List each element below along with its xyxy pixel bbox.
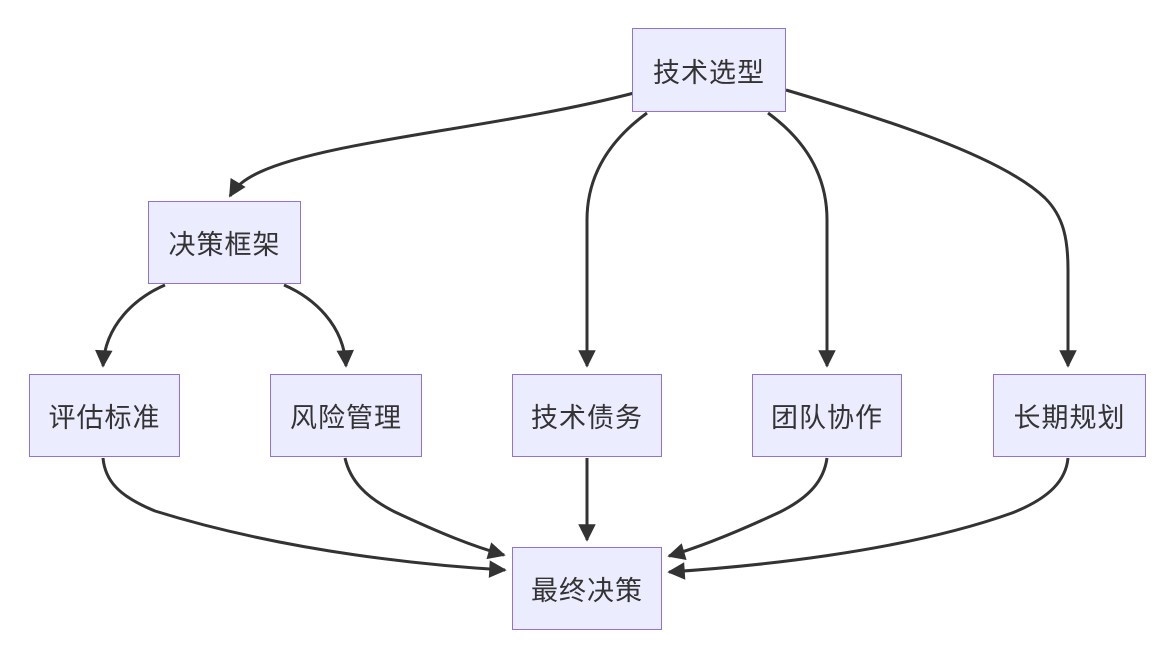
node-long-term-planning: 长期规划 [993,374,1146,457]
edge-decision-framework-to-evaluation-criteria [95,283,166,368]
edge-long-term-planning-to-final-decision [667,457,1070,580]
node-technology-selection: 技术选型 [632,28,786,112]
node-final-decision-label: 最终决策 [531,576,643,606]
edge-technology-selection-to-long-term-planning [785,88,1077,368]
node-technical-debt-label: 技术债务 [531,403,643,433]
edge-decision-framework-to-risk-management [283,283,354,368]
node-risk-management-label: 风险管理 [290,403,402,433]
node-evaluation-criteria-label: 评估标准 [48,403,161,433]
node-technology-selection-label: 技术选型 [653,57,765,88]
node-risk-management: 风险管理 [270,374,422,457]
node-team-collaboration-label: 团队协作 [771,403,883,433]
node-decision-framework: 决策框架 [148,201,301,284]
node-long-term-planning-label: 长期规划 [1013,403,1126,433]
edge-technology-selection-to-technical-debt [578,111,648,368]
edge-risk-management-to-final-decision [343,457,506,560]
node-team-collaboration: 团队协作 [752,374,902,457]
node-decision-framework-label: 决策框架 [168,230,281,260]
node-final-decision: 最终决策 [512,547,662,630]
edge-technology-selection-to-team-collaboration [767,111,836,368]
edge-technology-selection-to-decision-framework [228,91,635,198]
node-technical-debt: 技术债务 [512,374,662,457]
node-evaluation-criteria: 评估标准 [29,374,180,457]
edge-evaluation-criteria-to-final-decision [101,457,507,578]
edge-team-collaboration-to-final-decision [667,457,829,561]
